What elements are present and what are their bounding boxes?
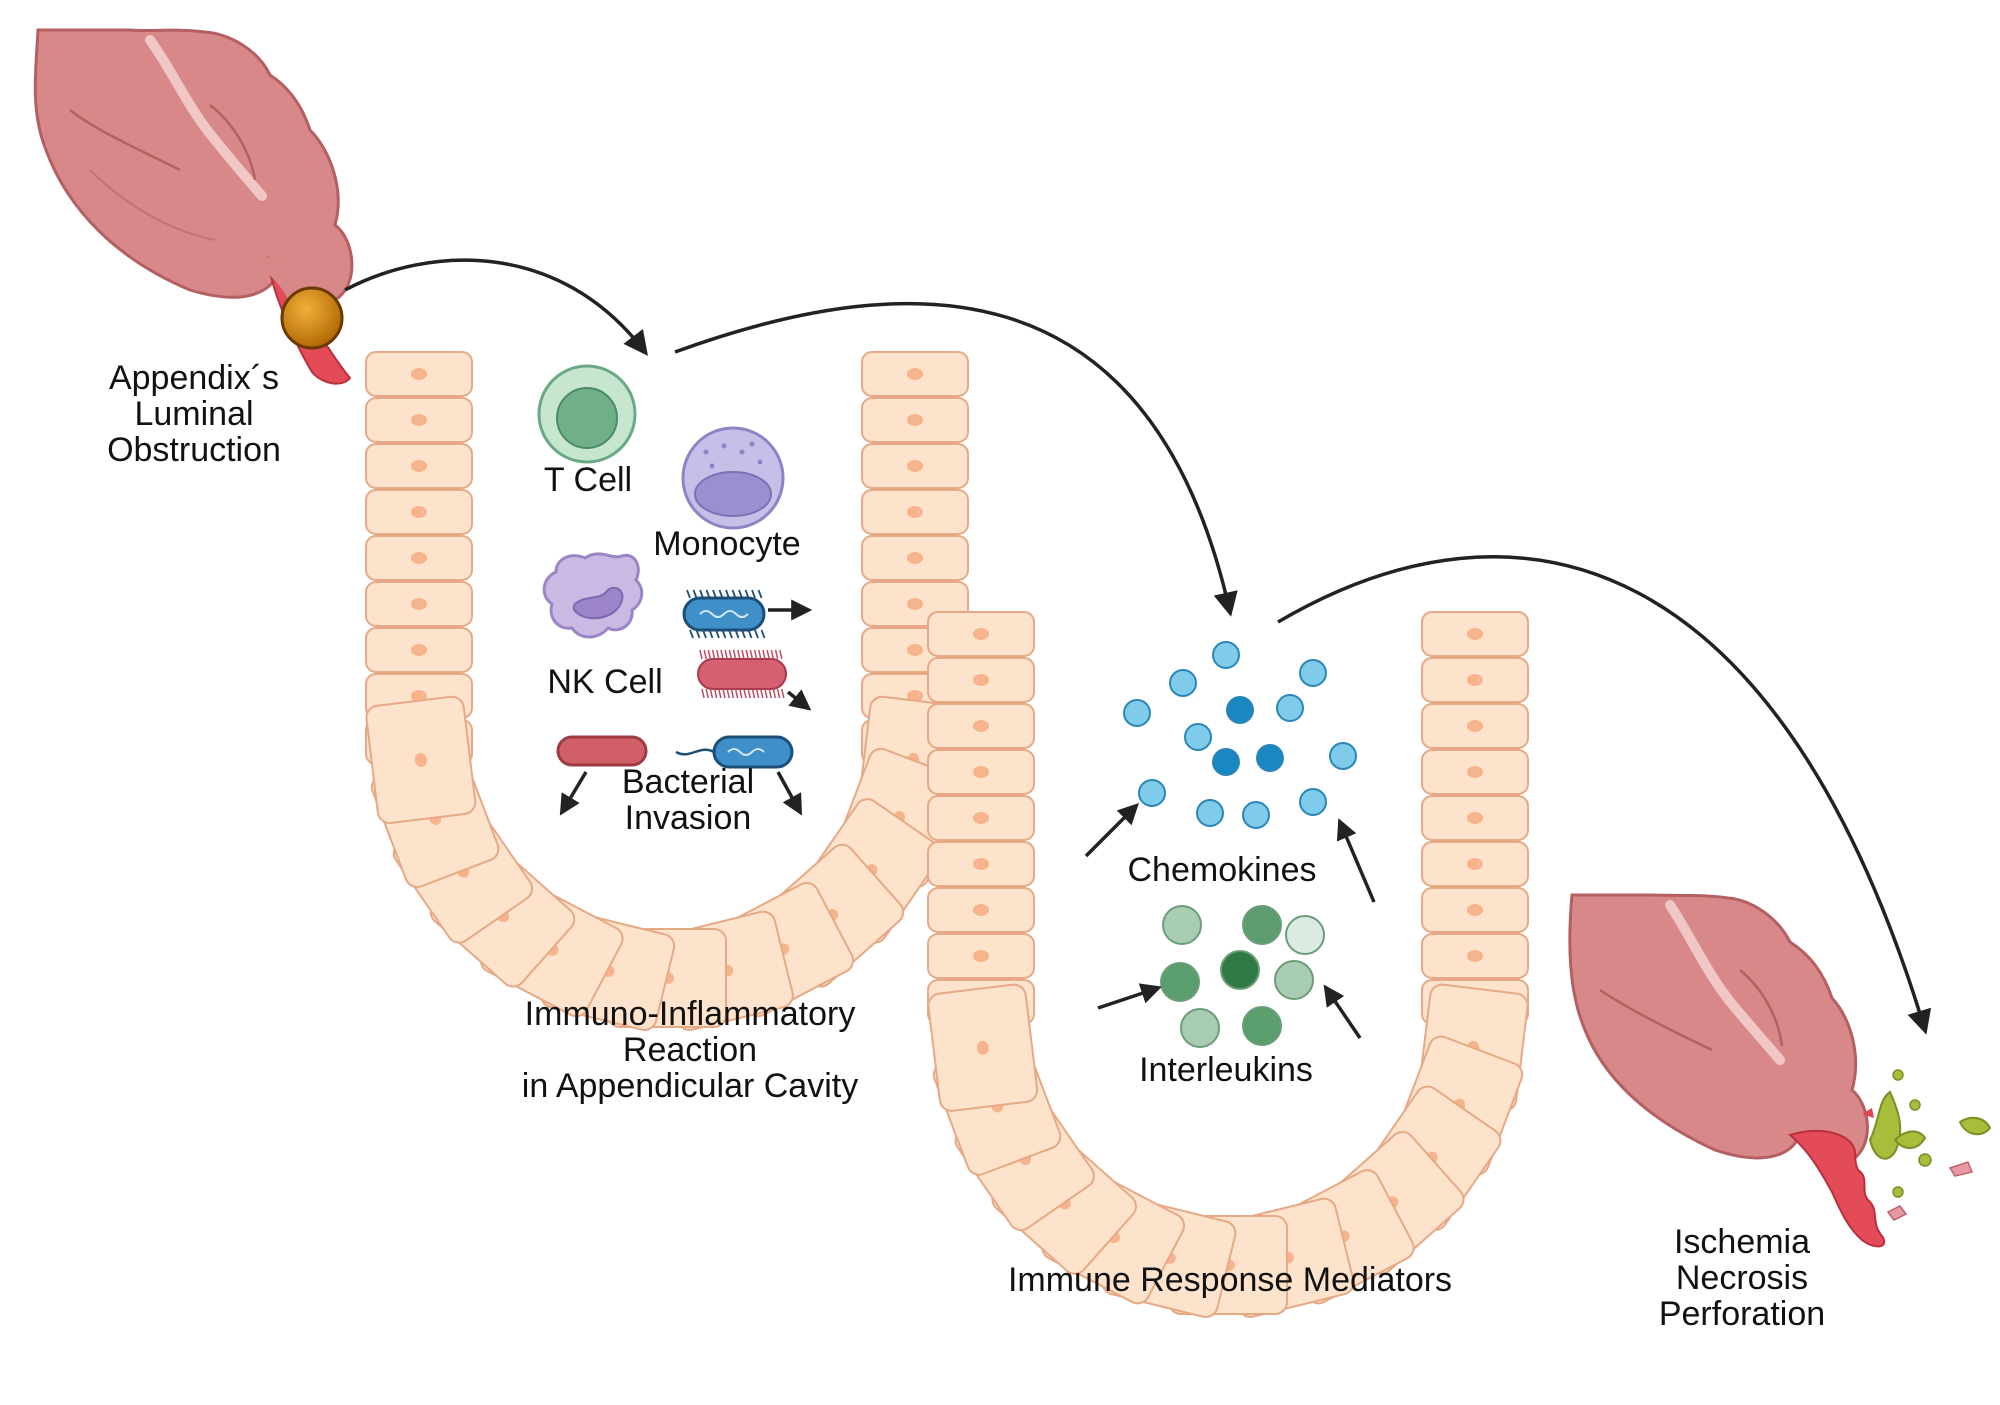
t-cell-icon bbox=[537, 364, 637, 464]
epithelial-cell bbox=[365, 443, 473, 489]
immuno-inflammatory-label: Immuno-Inflammatory Reaction in Appendic… bbox=[521, 995, 859, 1105]
monocyte-icon bbox=[681, 426, 785, 530]
epithelial-cell bbox=[861, 397, 969, 443]
t-cell-label: T Cell bbox=[543, 461, 633, 499]
epithelial-cell bbox=[1421, 887, 1529, 933]
epithelial-cell bbox=[927, 749, 1035, 795]
epithelial-cell bbox=[1421, 611, 1529, 657]
bacterium-blue-1-icon bbox=[682, 596, 766, 632]
bacteria-flagella bbox=[686, 589, 785, 699]
mediator-release-arrows bbox=[1084, 803, 1376, 1039]
chemokine-particle bbox=[1242, 801, 1270, 829]
epithelial-cell bbox=[927, 795, 1035, 841]
interleukin-particle bbox=[1242, 1006, 1282, 1046]
pathway-arrows bbox=[344, 258, 1932, 1035]
chemokine-particle bbox=[1212, 748, 1240, 776]
chemokine-particle bbox=[1169, 669, 1197, 697]
chemokine-particles bbox=[1123, 641, 1357, 829]
interleukin-particle bbox=[1285, 915, 1325, 955]
bacterial-invasion-arrows bbox=[559, 599, 813, 816]
epithelial-cell bbox=[927, 887, 1035, 933]
epithelial-cell bbox=[861, 351, 969, 397]
epithelial-cell bbox=[365, 351, 473, 397]
epithelial-cell bbox=[1421, 841, 1529, 887]
arrow-mediators-to-outcome bbox=[1277, 555, 1932, 1035]
epithelial-cell bbox=[365, 581, 473, 627]
chemokine-particle bbox=[1299, 659, 1327, 687]
epithelial-cell bbox=[365, 489, 473, 535]
chemokine-particle bbox=[1196, 799, 1224, 827]
interleukin-particle bbox=[1274, 960, 1314, 1000]
interleukin-particle bbox=[1220, 950, 1260, 990]
bacterial-invasion-label: Bacterial Invasion bbox=[621, 763, 755, 837]
epithelial-cell bbox=[927, 983, 1039, 1112]
appendix-perforated-illustration bbox=[1568, 893, 1992, 1248]
chemokine-particle bbox=[1212, 641, 1240, 669]
chemokine-particle bbox=[1138, 779, 1166, 807]
appendix-obstructed-illustration bbox=[33, 28, 354, 385]
fecalith bbox=[280, 286, 344, 350]
epithelial-cell bbox=[1421, 795, 1529, 841]
interleukin-particle bbox=[1162, 905, 1202, 945]
epithelial-cell bbox=[927, 657, 1035, 703]
epithelial-cell bbox=[861, 489, 969, 535]
bacterium-blue-2-icon bbox=[675, 735, 794, 769]
outcome-label: Ischemia Necrosis Perforation bbox=[1658, 1223, 1826, 1333]
obstruction-label: Appendix´s Luminal Obstruction bbox=[107, 359, 281, 469]
bacterium-red-2-icon bbox=[556, 735, 648, 767]
epithelial-cell bbox=[1421, 933, 1529, 979]
interleukin-particle bbox=[1242, 905, 1282, 945]
chemokine-particle bbox=[1123, 699, 1151, 727]
epithelial-cell bbox=[861, 443, 969, 489]
bacterium-red-1-icon bbox=[697, 658, 787, 690]
epithelial-cell bbox=[861, 535, 969, 581]
epithelial-crypt-left bbox=[365, 351, 969, 1031]
interleukin-particle bbox=[1160, 962, 1200, 1002]
nk-cell-label: NK Cell bbox=[547, 663, 663, 701]
epithelial-cell bbox=[1421, 657, 1529, 703]
chemokine-particle bbox=[1256, 744, 1284, 772]
epithelial-cell bbox=[365, 695, 477, 825]
epithelial-cell bbox=[1421, 703, 1529, 749]
chemokine-particle bbox=[1276, 694, 1304, 722]
interleukin-particles bbox=[1160, 905, 1325, 1048]
epithelial-crypt-right bbox=[927, 611, 1529, 1318]
chemokine-particle bbox=[1329, 742, 1357, 770]
epithelial-cell bbox=[927, 933, 1035, 979]
arrow-obstruction-to-reaction bbox=[344, 258, 648, 356]
epithelial-cell bbox=[365, 627, 473, 673]
nk-cell-icon bbox=[542, 552, 644, 639]
epithelial-cell bbox=[927, 841, 1035, 887]
epithelial-cell bbox=[365, 535, 473, 581]
epithelial-cell bbox=[1421, 749, 1529, 795]
chemokine-particle bbox=[1184, 723, 1212, 751]
arrow-reaction-to-mediators bbox=[674, 301, 1238, 617]
chemokines-label: Chemokines bbox=[1127, 851, 1317, 889]
interleukin-particle bbox=[1180, 1008, 1220, 1048]
epithelial-cell bbox=[927, 611, 1035, 657]
chemokine-particle bbox=[1226, 696, 1254, 724]
monocyte-label: Monocyte bbox=[653, 525, 801, 563]
immune-response-mediators-label: Immune Response Mediators bbox=[1007, 1261, 1453, 1299]
epithelial-cell bbox=[927, 703, 1035, 749]
interleukins-label: Interleukins bbox=[1139, 1051, 1313, 1089]
chemokine-particle bbox=[1299, 788, 1327, 816]
epithelial-cell bbox=[365, 397, 473, 443]
